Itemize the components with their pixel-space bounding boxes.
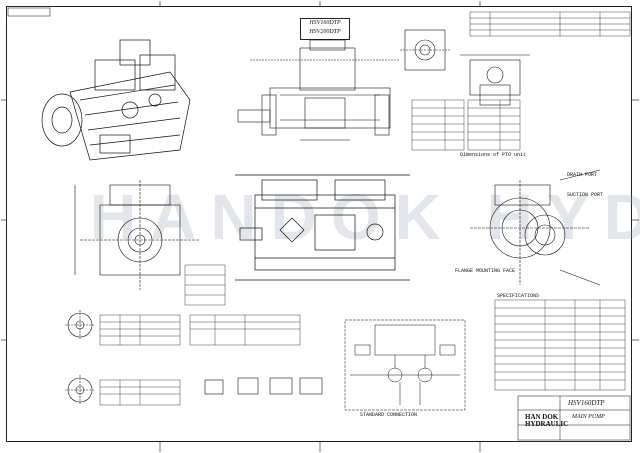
model-title-box: HSV160DTP HSV200DTP — [300, 18, 350, 40]
revision-table — [469, 11, 631, 37]
suction-port-label: SUCTION PORT — [567, 192, 604, 198]
model-line-1: HSV160DTP — [309, 20, 341, 26]
drawing-frame — [6, 6, 632, 442]
title-name: MAIN PUMP — [572, 414, 605, 420]
small-end-view — [400, 29, 450, 71]
drain-port-label: DRAIN PORT — [567, 172, 598, 178]
flange-mounting-drawings — [65, 310, 95, 405]
hydraulic-circuit — [344, 319, 466, 411]
pto-detail — [460, 54, 530, 106]
top-elevation-view — [237, 39, 400, 141]
main-front-view — [235, 174, 410, 281]
spec-title: SPECIFICATIONS — [497, 293, 540, 299]
small-detail-views — [204, 377, 323, 395]
right-side-view — [470, 169, 601, 286]
flange-note: FLANGE MOUNTING FACE — [455, 268, 516, 274]
standard-connection-label: STANDARD CONNECTION — [360, 412, 418, 418]
company-line-2: HYDRAULIC — [525, 420, 569, 428]
pto-dimension-note: Dimensions of PTO unit — [460, 152, 527, 158]
specifications-table — [494, 299, 626, 391]
title-model: HSV160DTP — [568, 399, 605, 407]
watermark: HANDOK HYD — [90, 181, 640, 253]
left-side-view — [74, 180, 200, 290]
sheet-label-box — [7, 7, 51, 17]
company-line-1: HAN DOK — [525, 413, 559, 421]
model-line-2: HSV200DTP — [309, 29, 341, 35]
title-block-lines — [517, 395, 631, 441]
spline-tables — [411, 99, 521, 151]
mounting-tables — [99, 264, 301, 406]
isometric-pump-view — [41, 39, 191, 161]
